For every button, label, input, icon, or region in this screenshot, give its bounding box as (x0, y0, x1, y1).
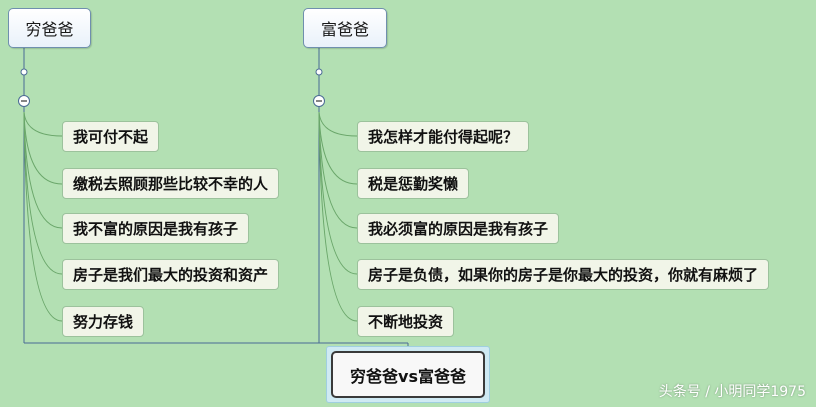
left-connector-dot (20, 68, 28, 76)
right-connector-dot (315, 68, 323, 76)
poor-dad-item[interactable]: 我不富的原因是我有孩子 (62, 213, 250, 244)
rich-dad-item[interactable]: 我必须富的原因是我有孩子 (357, 213, 560, 244)
node-label: 房子是我们最大的投资和资产 (73, 266, 269, 284)
node-label: 我不富的原因是我有孩子 (73, 220, 239, 238)
root-topic-label: 穷爸爸vs富爸爸 (350, 366, 466, 386)
branch-rich-dad-label: 富爸爸 (320, 20, 369, 39)
root-topic[interactable]: 穷爸爸vs富爸爸 (331, 351, 485, 398)
poor-dad-item[interactable]: 房子是我们最大的投资和资产 (62, 259, 280, 290)
node-label: 我可付不起 (73, 128, 149, 146)
node-label: 我必须富的原因是我有孩子 (368, 220, 549, 238)
rich-dad-item[interactable]: 税是惩勤奖懒 (357, 168, 470, 199)
node-label: 房子是负债，如果你的房子是你最大的投资，你就有麻烦了 (368, 266, 759, 284)
node-label: 不断地投资 (368, 313, 444, 331)
watermark: 头条号 / 小明同学1975 (658, 384, 806, 400)
node-label: 税是惩勤奖懒 (368, 175, 459, 193)
root-topic-selection[interactable]: 穷爸爸vs富爸爸 (326, 346, 490, 403)
branch-poor-dad[interactable]: 穷爸爸 (8, 8, 91, 48)
rich-dad-item[interactable]: 不断地投资 (357, 306, 455, 337)
rich-dad-item[interactable]: 房子是负债，如果你的房子是你最大的投资，你就有麻烦了 (357, 259, 770, 290)
node-label: 缴税去照顾那些比较不幸的人 (73, 175, 269, 193)
poor-dad-item[interactable]: 缴税去照顾那些比较不幸的人 (62, 168, 280, 199)
left-collapse-toggle[interactable] (18, 95, 30, 107)
branch-poor-dad-label: 穷爸爸 (25, 20, 74, 39)
right-collapse-toggle[interactable] (313, 95, 325, 107)
rich-dad-item[interactable]: 我怎样才能付得起呢？ (357, 121, 530, 152)
poor-dad-item[interactable]: 努力存钱 (62, 306, 145, 337)
branch-rich-dad[interactable]: 富爸爸 (303, 8, 387, 48)
poor-dad-item[interactable]: 我可付不起 (62, 121, 160, 152)
node-label: 努力存钱 (73, 313, 134, 331)
node-label: 我怎样才能付得起呢？ (368, 128, 519, 146)
